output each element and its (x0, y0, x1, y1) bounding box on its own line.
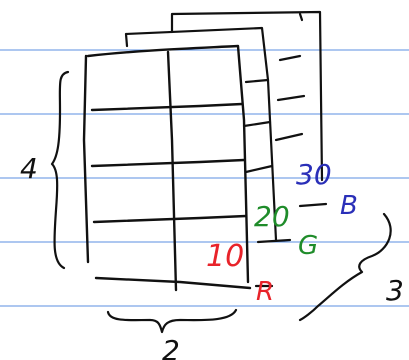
blue-value-label: 30 (296, 158, 332, 191)
green-value-label: 20 (254, 200, 290, 233)
rows-brace (50, 70, 70, 270)
front-grid-r (82, 44, 252, 292)
red-value-label: 10 (206, 239, 244, 274)
red-letter-label: R (256, 277, 274, 307)
cols-brace (106, 308, 238, 334)
channels-count-label: 3 (386, 274, 404, 307)
channels-bracket (298, 212, 392, 322)
back-layer-b (170, 10, 324, 182)
middle-layer-g (124, 26, 278, 242)
rows-count-label: 4 (20, 152, 38, 185)
blue-letter-label: B (340, 191, 358, 221)
channel-connectors (254, 202, 328, 288)
ruled-lines (0, 49, 409, 307)
green-letter-label: G (298, 231, 318, 261)
cols-count-label: 2 (162, 334, 180, 360)
